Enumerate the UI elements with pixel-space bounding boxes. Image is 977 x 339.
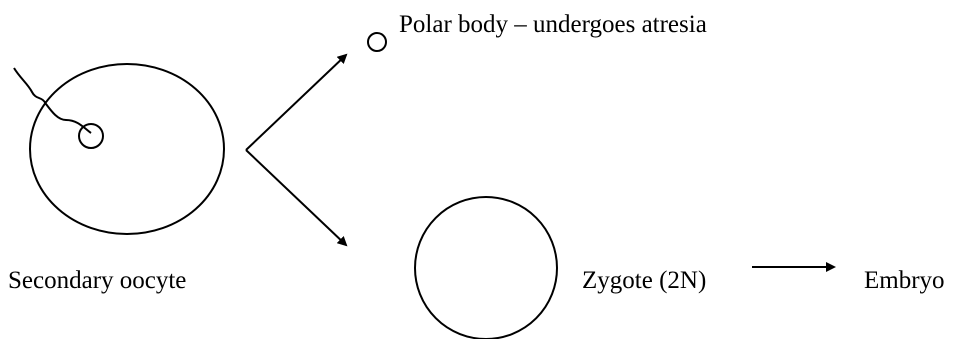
sperm-tail — [13, 67, 92, 134]
secondary-oocyte-label: Secondary oocyte — [8, 267, 187, 294]
arrow-to-zygote — [245, 149, 348, 247]
polar-body-cell — [367, 32, 387, 52]
arrow-to-polar-body — [245, 53, 348, 151]
embryo-label: Embryo — [864, 267, 945, 294]
zygote-label: Zygote (2N) — [582, 267, 707, 294]
secondary-oocyte-cell — [29, 63, 225, 235]
polar-body-label: Polar body – undergoes atresia — [399, 11, 707, 38]
sperm-head — [78, 123, 104, 149]
zygote-cell — [414, 196, 558, 339]
